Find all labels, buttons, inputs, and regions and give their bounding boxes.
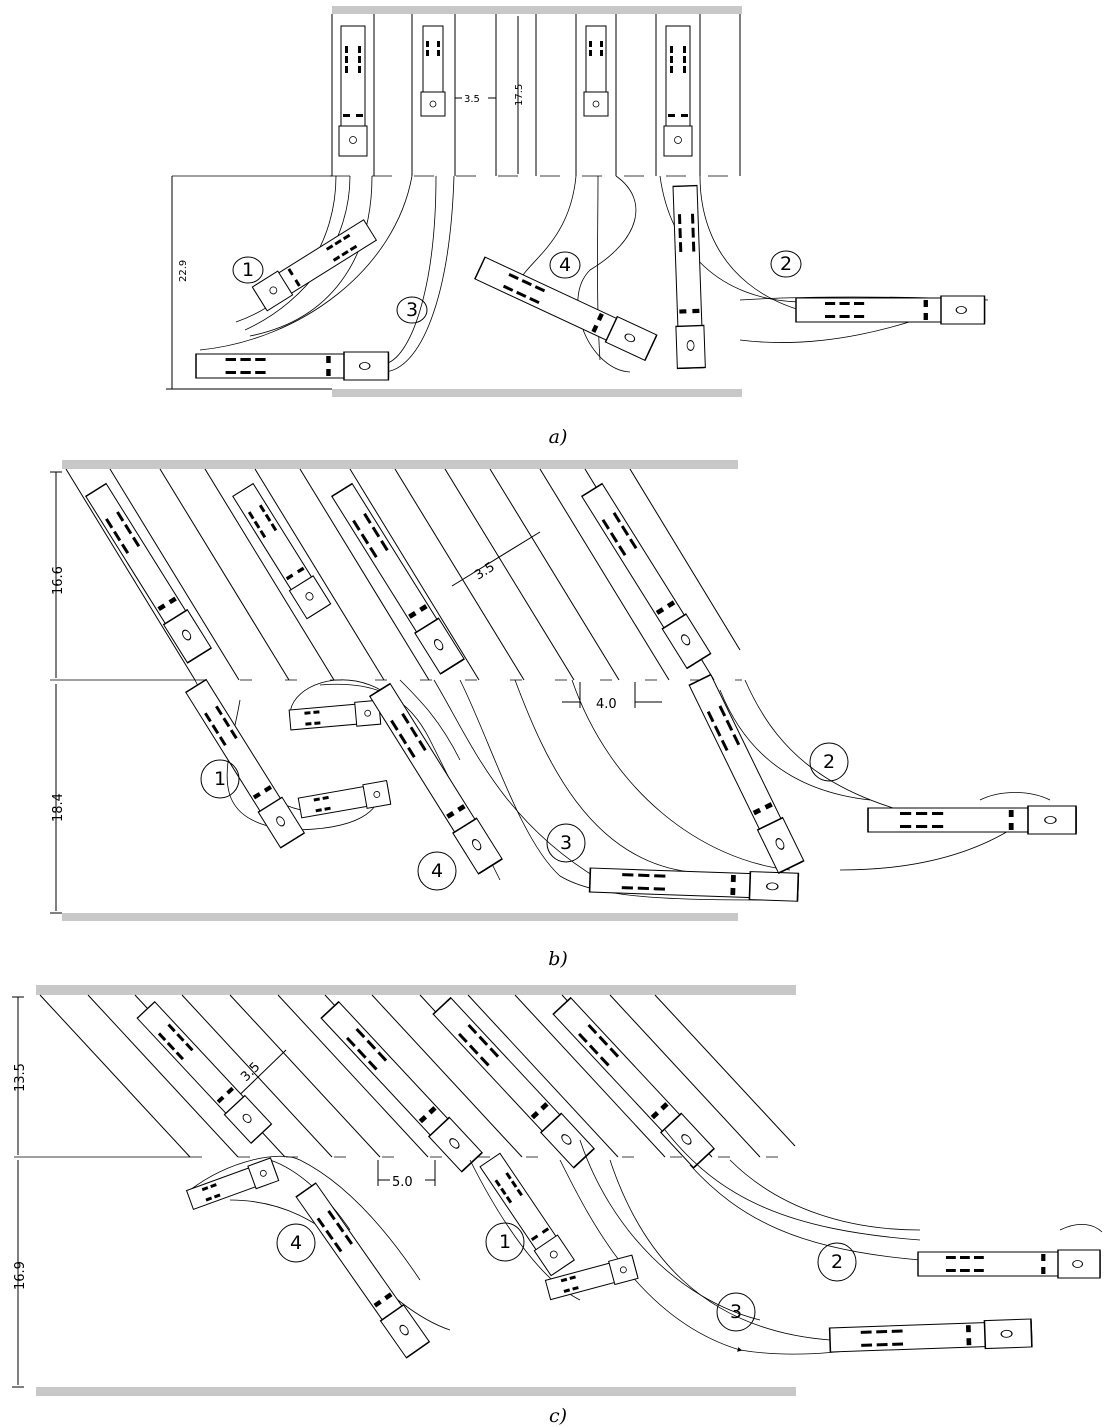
panel-b-parked-trucks bbox=[83, 481, 712, 675]
panel-a-stall-lines bbox=[172, 14, 742, 177]
panel-a-bottom-wall bbox=[332, 389, 742, 397]
panel-c-curb-opening-dimension: 5.0 bbox=[377, 1160, 436, 1190]
panel-c-label-2: 2 bbox=[831, 1251, 843, 1273]
panel-c-maneuver-trucks bbox=[185, 1151, 1101, 1359]
panel-c-aisle-dimension: 16.9 bbox=[12, 1160, 28, 1388]
panel-b-stall-width-label: 3.5 bbox=[472, 560, 497, 584]
panel-a: 22.9 17.5 3.5 bbox=[166, 6, 989, 448]
panel-b-stall-lines bbox=[50, 468, 742, 681]
panel-c-label-1: 1 bbox=[499, 1231, 511, 1253]
panel-a-caption: a) bbox=[549, 426, 568, 448]
panel-c-bottom-wall bbox=[36, 1387, 796, 1396]
panel-b-label-2: 2 bbox=[823, 751, 835, 773]
panel-b-aisle-dimension: 18.4 bbox=[50, 684, 66, 914]
panel-c-top-wall bbox=[36, 985, 796, 995]
panel-c: 13.5 16.9 3.5 5.0 bbox=[12, 985, 1103, 1427]
panel-b-stall-width-dimension: 3.5 bbox=[451, 531, 541, 587]
panel-a-label-4: 4 bbox=[559, 254, 571, 276]
panel-a-label-3: 3 bbox=[406, 299, 418, 321]
panel-a-stall-width-dimension: 3.5 bbox=[455, 94, 496, 105]
panel-b-curb-opening-dimension: 4.0 bbox=[562, 682, 662, 712]
panel-c-caption: c) bbox=[549, 1405, 567, 1427]
panel-c-parked-trucks bbox=[135, 995, 715, 1173]
panel-c-label-3: 3 bbox=[730, 1301, 742, 1323]
panel-a-stall-length-dimension: 17.5 bbox=[514, 16, 525, 174]
panel-a-aisle-dimension: 22.9 bbox=[166, 176, 332, 390]
panel-c-aisle-label: 16.9 bbox=[13, 1261, 28, 1290]
panel-b-label-1: 1 bbox=[214, 768, 226, 790]
panel-a-stall-length-label: 17.5 bbox=[514, 84, 525, 106]
panel-c-stall-length-dimension: 13.5 bbox=[12, 996, 28, 1155]
panel-b-top-wall bbox=[62, 460, 738, 469]
panel-c-maneuver-labels: 1 2 3 4 bbox=[276, 1222, 857, 1332]
panel-c-curb-opening-label: 5.0 bbox=[392, 1175, 413, 1190]
panel-b-stall-length-dimension: 16.6 bbox=[50, 471, 66, 678]
panel-b-label-4: 4 bbox=[431, 860, 443, 882]
panel-b-label-3: 3 bbox=[560, 832, 572, 854]
panel-b-caption: b) bbox=[548, 948, 568, 970]
panel-a-maneuver-labels: 1 2 3 4 bbox=[232, 250, 802, 324]
panel-c-stall-width-label: 3.5 bbox=[238, 1060, 263, 1085]
panel-c-swept-paths bbox=[189, 1129, 1103, 1355]
panel-a-label-2: 2 bbox=[780, 253, 792, 275]
panel-a-aisle-label: 22.9 bbox=[178, 260, 189, 282]
panel-b-maneuver-labels: 1 2 3 4 bbox=[200, 742, 849, 891]
panel-a-maneuver-trucks bbox=[195, 184, 986, 381]
panel-c-stall-length-label: 13.5 bbox=[13, 1063, 28, 1092]
panel-a-stall-width-label: 3.5 bbox=[464, 94, 480, 105]
panel-b-bottom-wall bbox=[62, 913, 738, 921]
panel-c-label-4: 4 bbox=[290, 1232, 302, 1254]
panel-a-top-wall bbox=[332, 6, 742, 14]
panel-b: 16.6 18.4 3.5 4.0 bbox=[50, 460, 1077, 970]
panel-b-stall-length-label: 16.6 bbox=[51, 566, 66, 595]
panel-b-curb-opening-label: 4.0 bbox=[596, 697, 617, 712]
panel-b-maneuver-trucks bbox=[183, 673, 1077, 903]
panel-b-swept-paths bbox=[194, 679, 1051, 901]
panel-a-label-1: 1 bbox=[242, 259, 254, 281]
panel-b-aisle-label: 18.4 bbox=[51, 793, 66, 822]
